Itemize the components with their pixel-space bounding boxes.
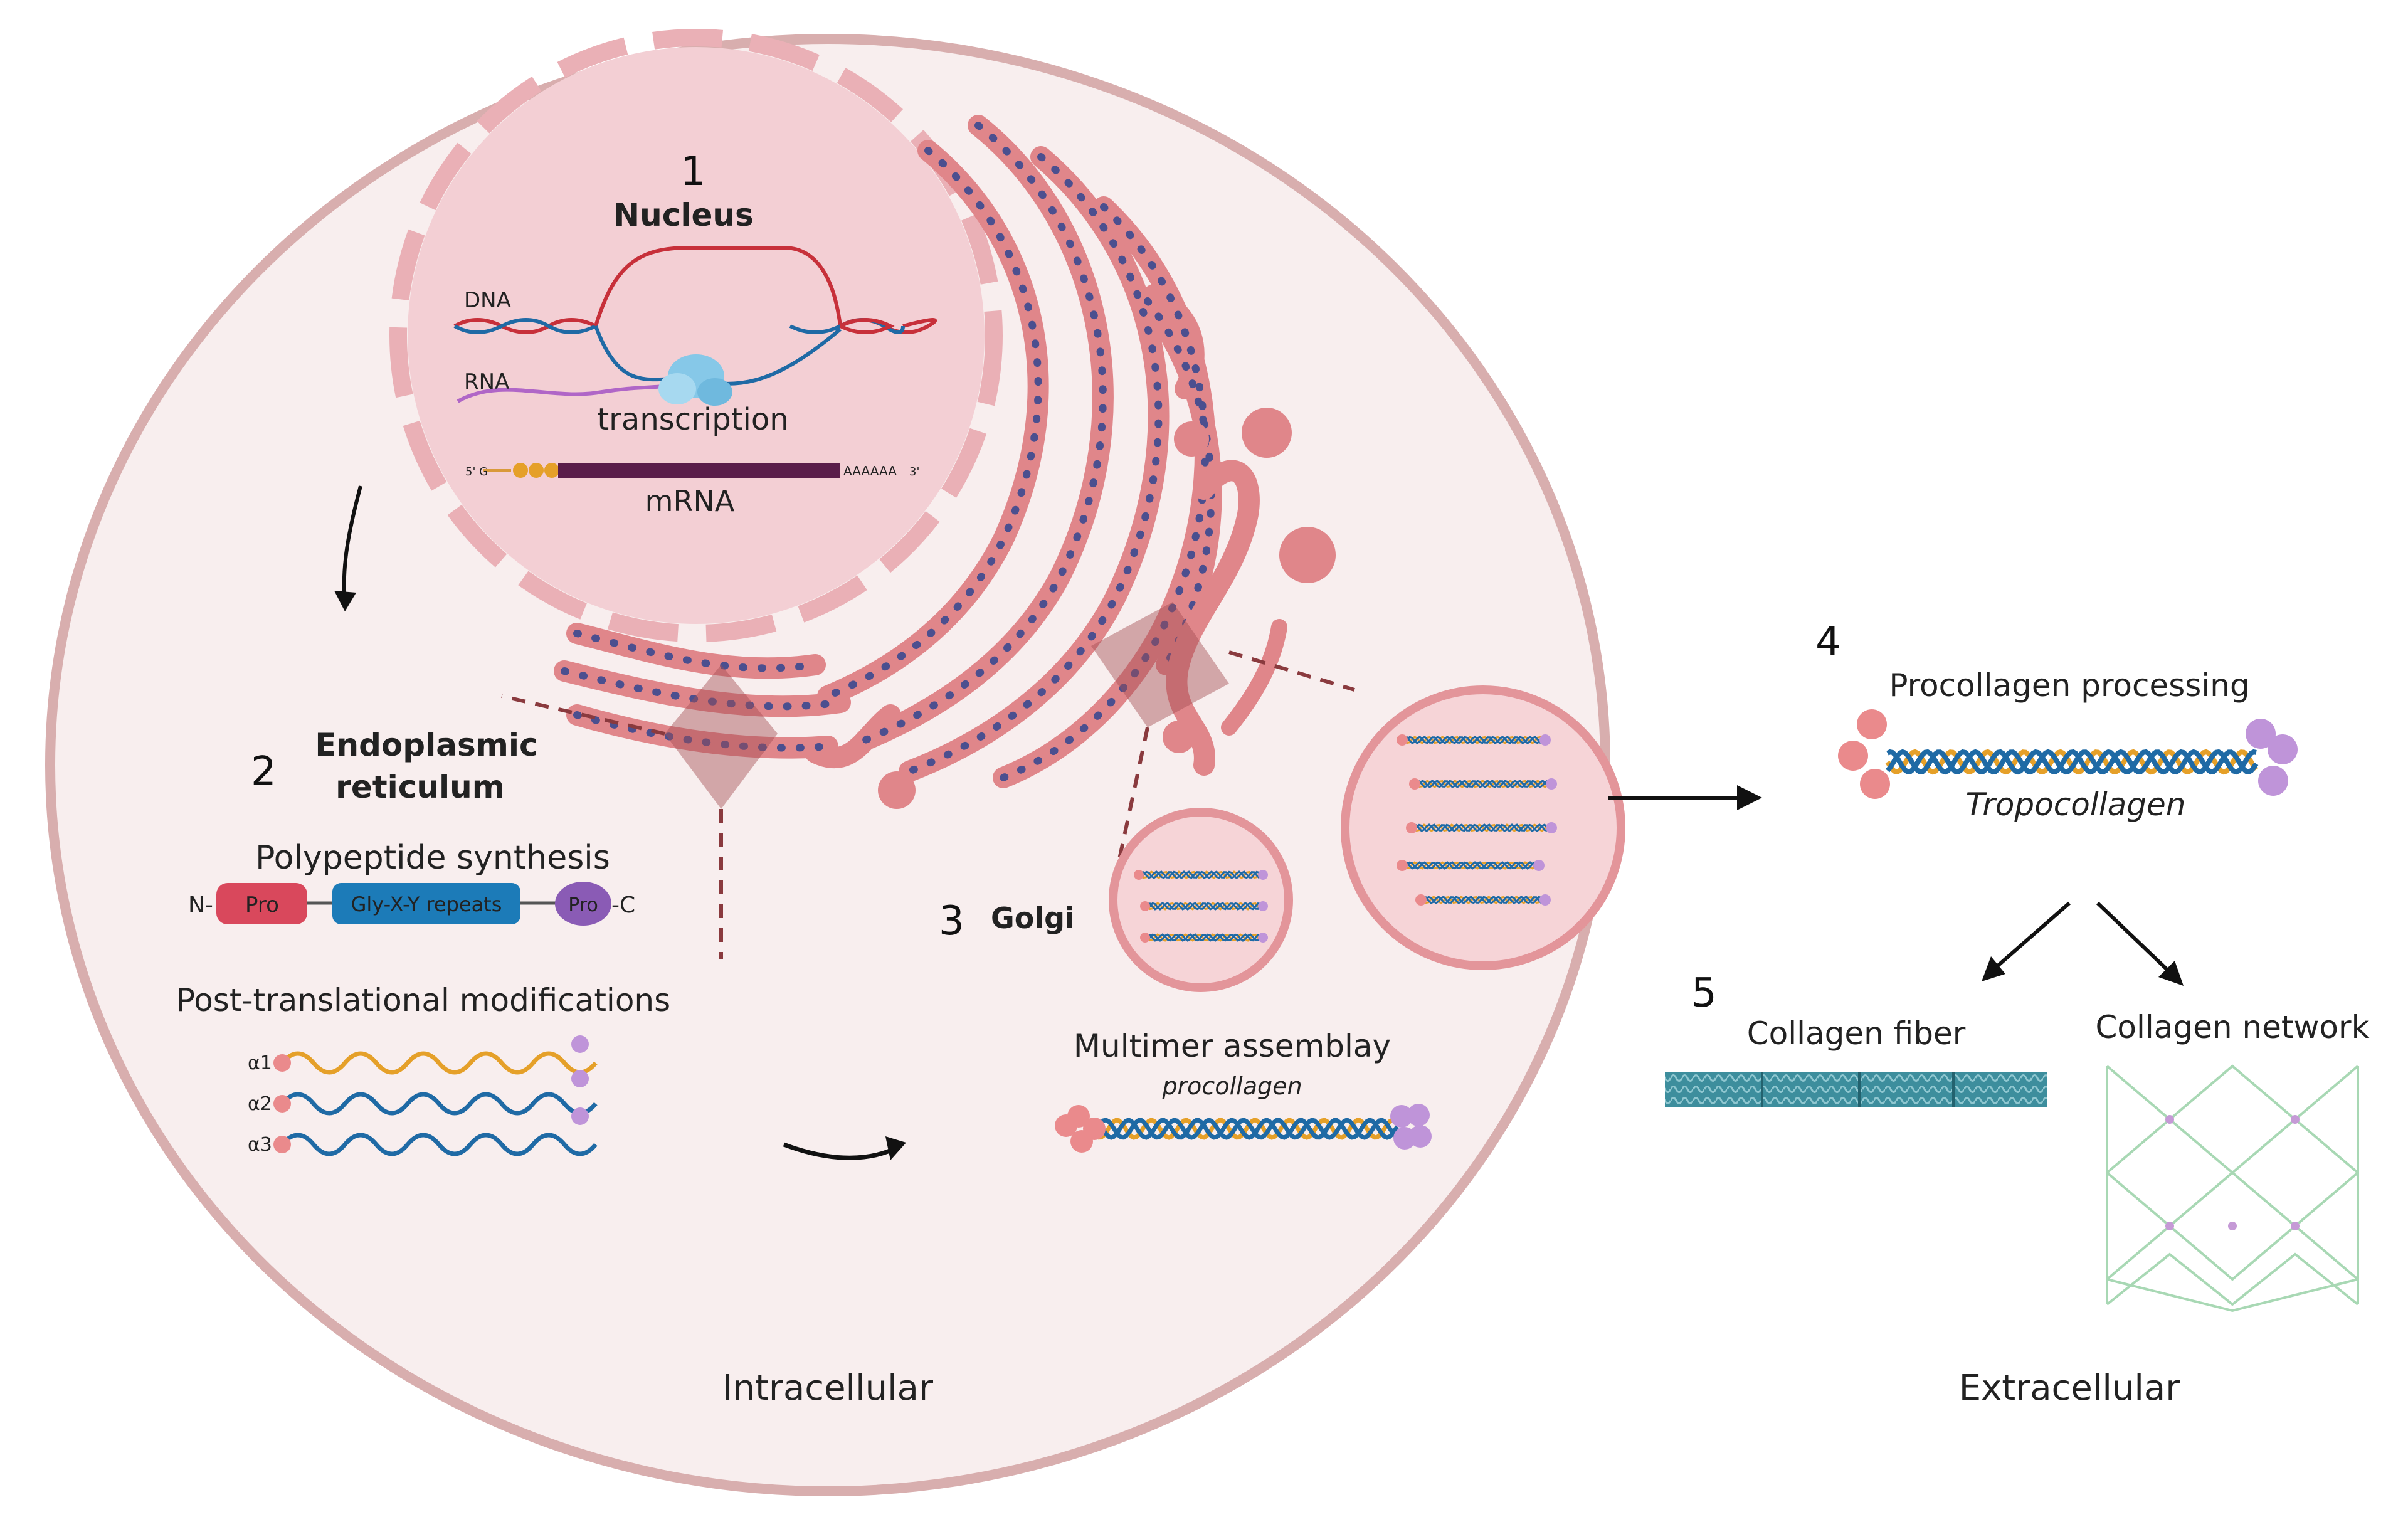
alpha2-label: α2: [248, 1093, 272, 1115]
step-5-number: 5: [1691, 970, 1717, 1017]
pro-left-block: [216, 883, 307, 924]
step-1-title: Nucleus: [613, 197, 754, 233]
arrowhead-fiber: [1982, 956, 2005, 981]
nucleus: [389, 29, 1003, 642]
mrna-strand: [483, 463, 840, 478]
step-2-number: 2: [251, 749, 277, 795]
extracellular-label: Extracellular: [1959, 1368, 2181, 1409]
collagen-network: [2106, 1064, 2359, 1313]
rna-polymerase: [658, 354, 732, 406]
dna-label: DNA: [464, 288, 511, 313]
golgi-apparatus: [878, 408, 1336, 809]
mrna-label: mRNA: [645, 484, 735, 518]
arrow-nucleus-to-er: [334, 485, 362, 611]
mrna-5prime: 5' G: [465, 465, 488, 478]
procollagen-label: procollagen: [1161, 1072, 1302, 1100]
vesicle-procollagen-strands: [1134, 734, 1557, 943]
alpha3-label: α3: [248, 1134, 272, 1156]
tropocollagen-label: Tropocollagen: [1966, 786, 2186, 823]
arrow-er-to-golgi: [783, 1136, 906, 1160]
step-4-number: 4: [1815, 619, 1841, 665]
alpha-chain-ends: [273, 1035, 589, 1153]
procollagen-triple-helix: [1055, 1104, 1432, 1153]
alpha-chains: [280, 1051, 598, 1156]
step-3-title: Golgi: [991, 901, 1075, 935]
transcription-label: transcription: [597, 402, 788, 437]
dna-strands: [453, 246, 937, 403]
c-terminus-label: -C: [611, 892, 635, 918]
pro-right-block: [555, 882, 611, 926]
zoom-lines: [501, 650, 1355, 959]
gly-repeat-label: Gly-X-Y repeats: [351, 892, 502, 916]
step-2-title-line1: Endoplasmic: [315, 727, 537, 763]
collagen-fiber: [1665, 1072, 2047, 1107]
rna-label: RNA: [464, 369, 509, 394]
arrowhead-network: [2158, 961, 2184, 986]
collagen-fiber-label: Collagen fiber: [1747, 1015, 1966, 1052]
multimer-assembly-label: Multimer assemblay: [1074, 1028, 1391, 1064]
gly-repeat-block: [332, 883, 520, 924]
step-1-number: 1: [680, 149, 706, 195]
step-2-title-line2: reticulum: [335, 769, 505, 805]
cleaved-propeptides: [1838, 709, 2298, 799]
arrow-secretion: [1608, 785, 1762, 810]
collagen-network-label: Collagen network: [2095, 1009, 2369, 1045]
tropocollagen-triple-helix: [1885, 749, 2259, 775]
golgi-vesicle-small: [1109, 808, 1293, 992]
procollagen-processing-label: Procollagen processing: [1889, 667, 2249, 704]
step-3-number: 3: [939, 898, 964, 944]
network-crosslinks: [2165, 1115, 2300, 1230]
n-terminus-label: N-: [188, 892, 213, 918]
intracellular-label: Intracellular: [722, 1368, 934, 1409]
polypeptide-diagram: [216, 882, 611, 926]
ptm-label: Post-translational modifications: [176, 982, 670, 1018]
arrows-to-fibers: [1993, 901, 2172, 974]
mrna-polya: AAAAAA: [843, 463, 897, 478]
mrna-3prime: 3': [909, 465, 919, 478]
pro-left-label: Pro: [245, 892, 279, 917]
alpha1-label: α1: [248, 1052, 272, 1074]
polypeptide-synthesis-label: Polypeptide synthesis: [255, 839, 610, 877]
pro-right-label: Pro: [568, 894, 598, 916]
